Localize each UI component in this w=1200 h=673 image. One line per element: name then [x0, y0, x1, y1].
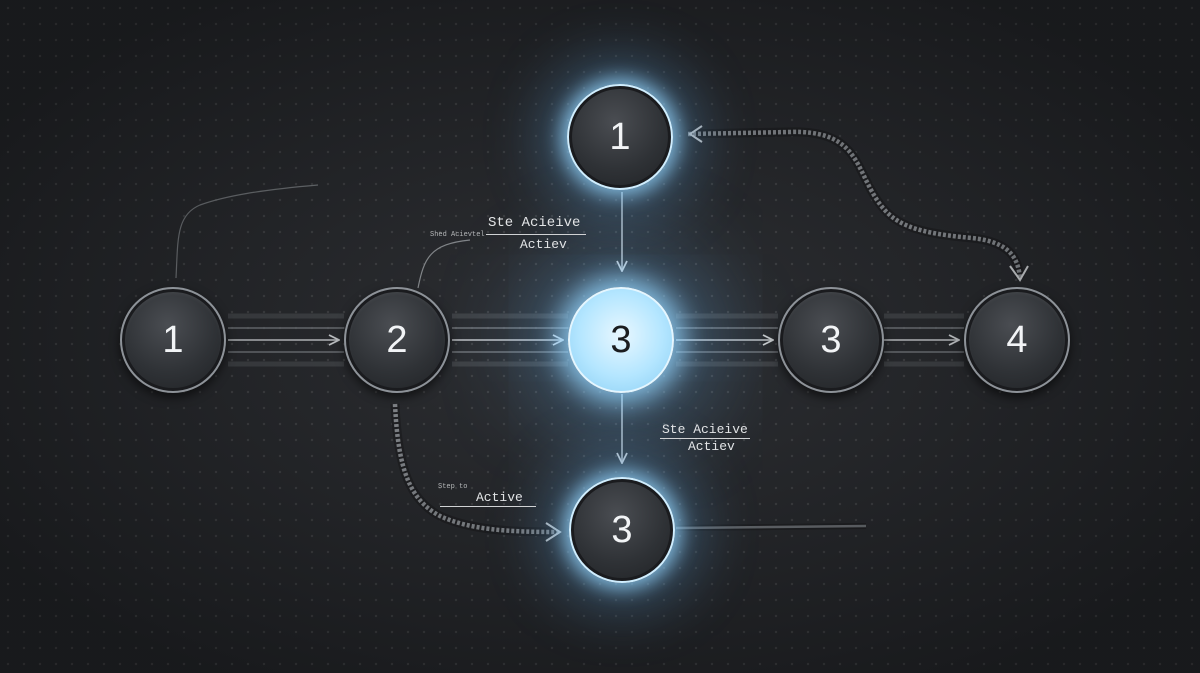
- step-node-3[interactable]: 3: [778, 287, 884, 393]
- connector-4-to-top-1: [687, 125, 1029, 282]
- step-node-top-1-label: 1: [609, 115, 631, 158]
- step-node-bottom-3[interactable]: 3: [569, 477, 675, 583]
- sketch-line-left: [175, 184, 319, 279]
- bottom-label-underline: [440, 506, 536, 507]
- step-node-bottom-3-label: 3: [611, 508, 633, 551]
- bottom-label-small: Step to: [438, 483, 468, 491]
- step-node-4-label: 4: [1006, 318, 1028, 361]
- connector-bottom-3-tail: [675, 523, 867, 531]
- top-label-tiny: Shed Acievtel: [430, 231, 485, 239]
- sketch-line-top-label: [417, 239, 471, 289]
- connector-3-to-4: [884, 313, 964, 367]
- top-label-underline: [486, 234, 586, 235]
- step-node-1[interactable]: 1: [120, 287, 226, 393]
- step-node-top-1[interactable]: 1: [567, 84, 673, 190]
- step-node-3-label: 3: [820, 318, 842, 361]
- connector-2-to-3: [452, 313, 568, 367]
- step-node-3-active[interactable]: 3: [568, 287, 674, 393]
- right-label-title: Ste Acieive: [662, 422, 748, 437]
- step-node-2[interactable]: 2: [344, 287, 450, 393]
- right-label-subtitle: Actiev: [688, 439, 735, 454]
- top-label-title: Ste Acieive: [488, 215, 581, 231]
- step-node-2-label: 2: [386, 318, 408, 361]
- step-node-3-active-label: 3: [610, 318, 632, 361]
- connector-1-to-2: [228, 313, 344, 367]
- connector-3-to-3: [676, 313, 778, 367]
- right-label-underline: [660, 438, 750, 439]
- step-node-4[interactable]: 4: [964, 287, 1070, 393]
- bottom-label-main: Active: [476, 490, 523, 505]
- connector-2-to-bottom-3: [390, 403, 562, 542]
- step-node-1-label: 1: [162, 318, 184, 361]
- top-label-subtitle: Actiev: [520, 237, 567, 252]
